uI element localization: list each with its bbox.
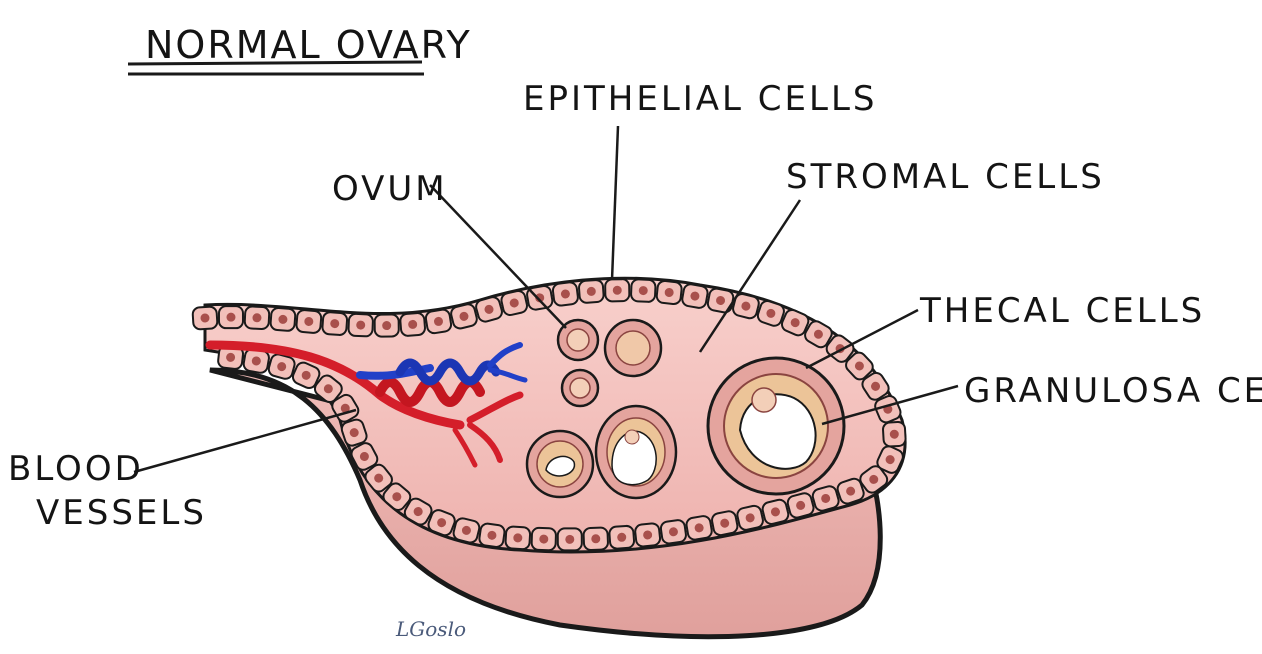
label-blood: BLOOD (8, 449, 144, 489)
epithelial-cell (479, 523, 506, 548)
graafian-follicle (708, 358, 844, 494)
epithelial-cell (558, 528, 582, 550)
epithelial-cell (711, 510, 739, 536)
epithelial-cell (685, 515, 712, 541)
epithelial-cell (452, 517, 481, 544)
epithelial-cell (348, 314, 373, 337)
epithelial-cell (450, 303, 479, 330)
leader-epithelial (612, 126, 618, 280)
epithelial-cell (681, 283, 708, 309)
epithelial-cell (736, 504, 764, 531)
epithelial-cell (500, 290, 528, 317)
epithelial-cell (375, 314, 399, 336)
epithelial-cell (656, 280, 682, 304)
epithelial-cell (761, 498, 790, 525)
epithelial-cell (609, 525, 635, 549)
epithelial-cell (635, 523, 661, 547)
epithelial-cell (883, 422, 906, 447)
epithelial-cell (400, 313, 426, 337)
label-ovum: OVUM (332, 169, 448, 209)
epithelial-cell (605, 279, 629, 301)
leader-blood-vessels (134, 410, 356, 472)
epithelial-cell (579, 280, 604, 304)
epithelial-cell (531, 528, 556, 551)
epithelial-cell (631, 279, 656, 302)
label-thecal-cells: THECAL CELLS (919, 291, 1205, 331)
epithelial-cell (425, 309, 452, 334)
label-granulosa-cells: GRANULOSA CELLS (964, 371, 1262, 411)
epithelial-cell (270, 308, 296, 332)
epithelial-cell (660, 519, 687, 544)
secondary-follicle (527, 431, 593, 497)
antral-follicle (596, 406, 676, 498)
epithelial-cell (244, 306, 269, 329)
epithelial-cell (296, 310, 322, 334)
epithelial-cell (505, 526, 530, 549)
epithelial-cell (322, 312, 348, 336)
epithelial-cell (583, 527, 608, 550)
epithelial-cell (552, 282, 579, 307)
ovum-in-follicle (752, 388, 776, 412)
epithelial-cell (192, 306, 217, 329)
label-epithelial-cells: EPITHELIAL CELLS (523, 79, 878, 119)
label-vessels: VESSELS (36, 493, 207, 533)
artist-signature: LGoslo (395, 617, 466, 641)
epithelial-cell (219, 306, 243, 328)
diagram-title: NORMAL OVARY (145, 23, 472, 67)
epithelial-cell (707, 287, 735, 313)
primordial-follicle-2 (562, 370, 598, 406)
label-stromal-cells: STROMAL CELLS (786, 157, 1105, 197)
primary-follicle (605, 320, 661, 376)
title-underline-1 (128, 62, 422, 64)
